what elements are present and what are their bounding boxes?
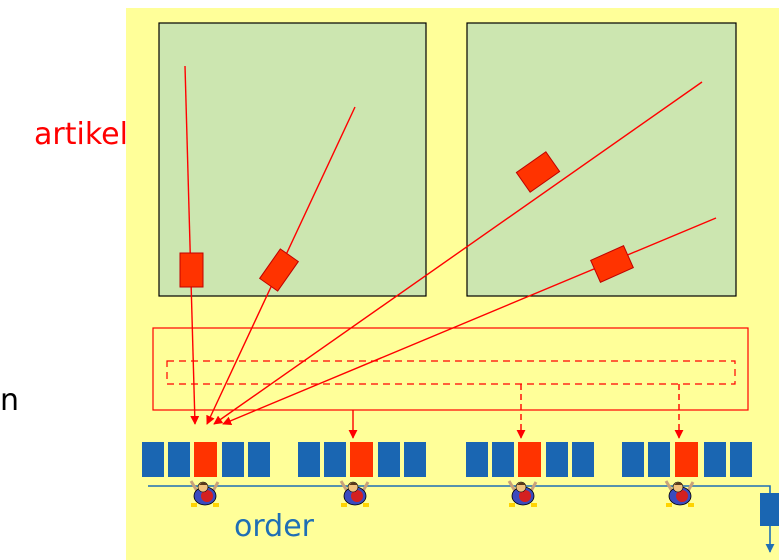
tote [168, 442, 190, 477]
tote-active [518, 442, 541, 477]
item-in-transit [179, 252, 204, 288]
tote [730, 442, 752, 477]
tote [622, 442, 644, 477]
item-in-transit [258, 248, 300, 292]
item-flow-line [184, 65, 200, 425]
artikel-label: artikel [34, 117, 128, 152]
tote [378, 442, 400, 477]
order-picker-person-icon [507, 480, 538, 507]
tote [324, 442, 346, 477]
item-flow-line [222, 217, 717, 426]
buffer-inner-dashed [166, 360, 736, 385]
tote [248, 442, 270, 477]
item-in-transit [590, 245, 634, 283]
tote-active [675, 442, 698, 477]
buffer-outer [152, 327, 749, 411]
order-label: order [234, 509, 314, 544]
outgoing-tote [760, 493, 779, 526]
storage-zone-left [158, 22, 427, 297]
tote [546, 442, 568, 477]
tote-active [350, 442, 373, 477]
tote [222, 442, 244, 477]
tote [704, 442, 726, 477]
cut-off-label: n [0, 383, 20, 418]
tote-active [194, 442, 217, 477]
order-picker-person-icon [189, 480, 220, 507]
tote [404, 442, 426, 477]
tote [466, 442, 488, 477]
tote [572, 442, 594, 477]
tote [298, 442, 320, 477]
tote [648, 442, 670, 477]
item-flow-line [213, 81, 703, 425]
storage-zone-right [466, 22, 737, 297]
tote [142, 442, 164, 477]
tote [492, 442, 514, 477]
order-picker-person-icon [339, 480, 370, 507]
order-picker-person-icon [664, 480, 695, 507]
item-in-transit [515, 151, 561, 193]
